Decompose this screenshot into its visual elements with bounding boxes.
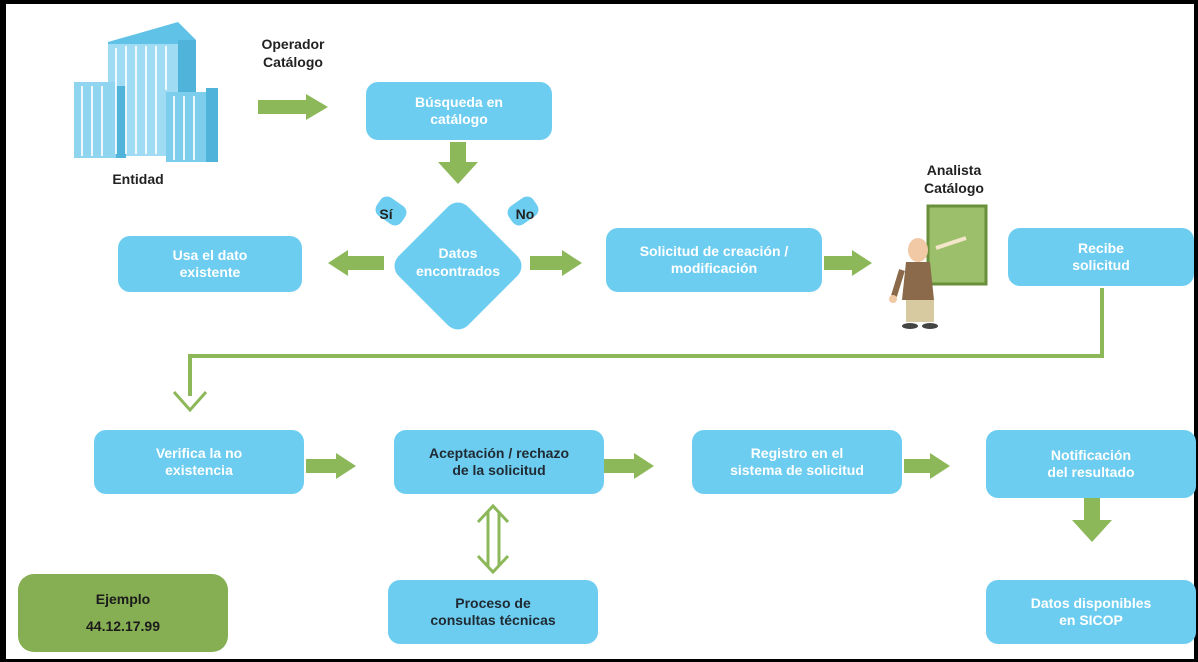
receive-request-box: Recibe solicitud — [1008, 228, 1194, 286]
search-catalog-box: Búsqueda en catálogo — [366, 82, 552, 140]
example-title: Ejemplo — [95, 590, 151, 607]
arrow-no — [530, 250, 582, 276]
entity-label: Entidad — [112, 171, 164, 187]
decision-diamond — [394, 202, 522, 330]
arrow-request-to-analyst — [824, 250, 872, 276]
register-box: Registro en el sistema de solicitud — [692, 430, 902, 494]
yes-tab — [375, 196, 407, 226]
no-label: No — [515, 206, 535, 222]
connector-receive-to-verify — [188, 288, 1104, 396]
notification-box: Notificación del resultado — [986, 430, 1196, 498]
arrow-verify-to-accept — [306, 453, 356, 479]
teacher-icon — [889, 204, 988, 329]
arrow-entity-to-search — [258, 94, 328, 120]
verify-box: Verifica la no existencia — [94, 430, 304, 494]
example-box: Ejemplo 44.12.17.99 — [18, 574, 228, 652]
double-arrow-consult — [476, 503, 510, 575]
acceptance-box: Aceptación / rechazo de la solicitud — [394, 430, 604, 494]
arrow-yes — [328, 250, 384, 276]
no-tab — [507, 196, 539, 226]
technical-consult-box: Proceso de consultas técnicas — [388, 580, 598, 644]
building-icon — [74, 22, 218, 162]
use-existing-box: Usa el dato existente — [118, 236, 302, 292]
arrow-accept-to-register — [604, 453, 654, 479]
yes-label: Sí — [379, 206, 393, 222]
decision-label: Datos encontrados — [415, 245, 500, 279]
data-available-box: Datos disponibles en SICOP — [986, 580, 1196, 644]
arrow-notify-to-available — [1072, 498, 1112, 542]
arrowhead-open — [172, 391, 208, 413]
example-code: 44.12.17.99 — [86, 618, 160, 634]
analyst-label: Analista Catálogo — [924, 162, 984, 196]
creation-request-box: Solicitud de creación / modificación — [606, 228, 822, 292]
arrow-register-to-notify — [904, 453, 950, 479]
operator-label: Operador Catálogo — [261, 36, 325, 70]
arrow-search-to-decision — [438, 142, 478, 184]
